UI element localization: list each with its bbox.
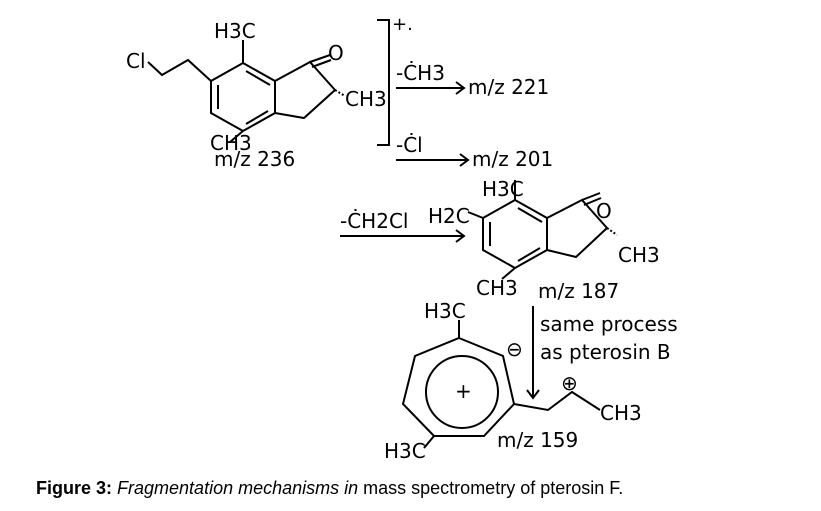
radical-cation-charge: +. [392, 14, 413, 35]
arrowhead [459, 153, 470, 167]
label-cl: Cl [126, 49, 146, 73]
product-mz-221: m/z 221 [468, 75, 549, 99]
stereo-bond [334, 89, 346, 97]
label-ch3: CH3 [600, 401, 642, 425]
aromatic-bond [245, 110, 269, 125]
label-oxygen: O [328, 41, 344, 65]
label-mz-159: m/z 159 [497, 428, 578, 452]
arrowhead [526, 389, 540, 400]
aromatic-bond [517, 247, 541, 262]
process-note-line2: as pterosin B [540, 340, 671, 364]
label-h3c: H3C [214, 19, 256, 43]
label-h3c-bottom: H3C [384, 439, 426, 463]
fragmentation-scheme: Cl H3C O CH3 CH3 m/z 236 +. -ĊH3 m/z 221… [126, 14, 678, 463]
label-ch3-bottom: CH3 [476, 276, 518, 300]
methyl-bond [229, 130, 244, 143]
carbonyl-bond [583, 197, 602, 206]
methyl-bond [423, 435, 435, 449]
caption-text: mass spectrometry of pterosin F. [363, 478, 624, 498]
figure-caption: Figure 3: Fragmentation mechanisms in ma… [36, 478, 623, 499]
carbonyl-bond [309, 54, 331, 63]
aromatic-circle [425, 355, 499, 429]
arrowhead [455, 81, 466, 95]
product-mz-201: m/z 201 [472, 147, 553, 171]
caption-italic: Fragmentation mechanisms in [117, 478, 359, 498]
radical-cation-bracket [377, 19, 390, 146]
label-h3c: H3C [482, 177, 524, 201]
negative-charge: ⊖ [506, 337, 523, 361]
positive-charge: ⊕ [561, 371, 578, 395]
loss-ch2cl-label: -ĊH2Cl [340, 209, 408, 233]
cyclopentanone-ring-1 [274, 60, 337, 120]
carbonyl-bond [581, 192, 601, 201]
methyl-bond [501, 267, 516, 280]
molecule-pterosin-f: Cl H3C O CH3 CH3 m/z 236 [126, 19, 387, 171]
arrowhead [455, 229, 466, 243]
methylene-bond [467, 211, 484, 219]
label-oxygen: O [596, 199, 612, 223]
step-loss-ch3: -ĊH3 m/z 221 [396, 61, 549, 99]
label-h3c-top: H3C [424, 299, 466, 323]
label-ch3-right: CH3 [618, 243, 660, 267]
step-same-process: same process as pterosin B [526, 306, 678, 400]
carbonyl-bond [311, 59, 332, 68]
stereo-bond [606, 227, 618, 236]
step-loss-cl: -Ċl m/z 201 [396, 133, 553, 171]
propyl-chain [513, 390, 601, 412]
process-note-line1: same process [540, 312, 678, 336]
molecule-tropylium-m159: H3C H3C + ⊖ ⊕ CH3 m/z 159 [384, 299, 642, 463]
chloroethyl-chain [147, 58, 212, 82]
benzene-ring-1 [210, 61, 276, 133]
step-loss-ch2cl: -ĊH2Cl [340, 209, 466, 243]
aromatic-bond [517, 207, 543, 223]
molecule-m187: H3C H2C O CH3 CH3 m/z 187 [428, 177, 660, 303]
aromatic-bond [245, 70, 271, 86]
label-h2c: H2C [428, 204, 470, 228]
ring-charge-plus: + [455, 379, 472, 403]
loss-ch3-label: -ĊH3 [396, 61, 445, 85]
tropylium-ring [401, 336, 516, 437]
caption-label: Figure 3: [36, 478, 113, 498]
label-mz-187: m/z 187 [538, 279, 619, 303]
label-ch3-right: CH3 [345, 87, 387, 111]
label-mz-236: m/z 236 [214, 147, 295, 171]
loss-cl-label: -Ċl [396, 133, 423, 157]
benzene-ring-2 [482, 198, 548, 270]
label-ch3-bottom: CH3 [210, 131, 252, 155]
